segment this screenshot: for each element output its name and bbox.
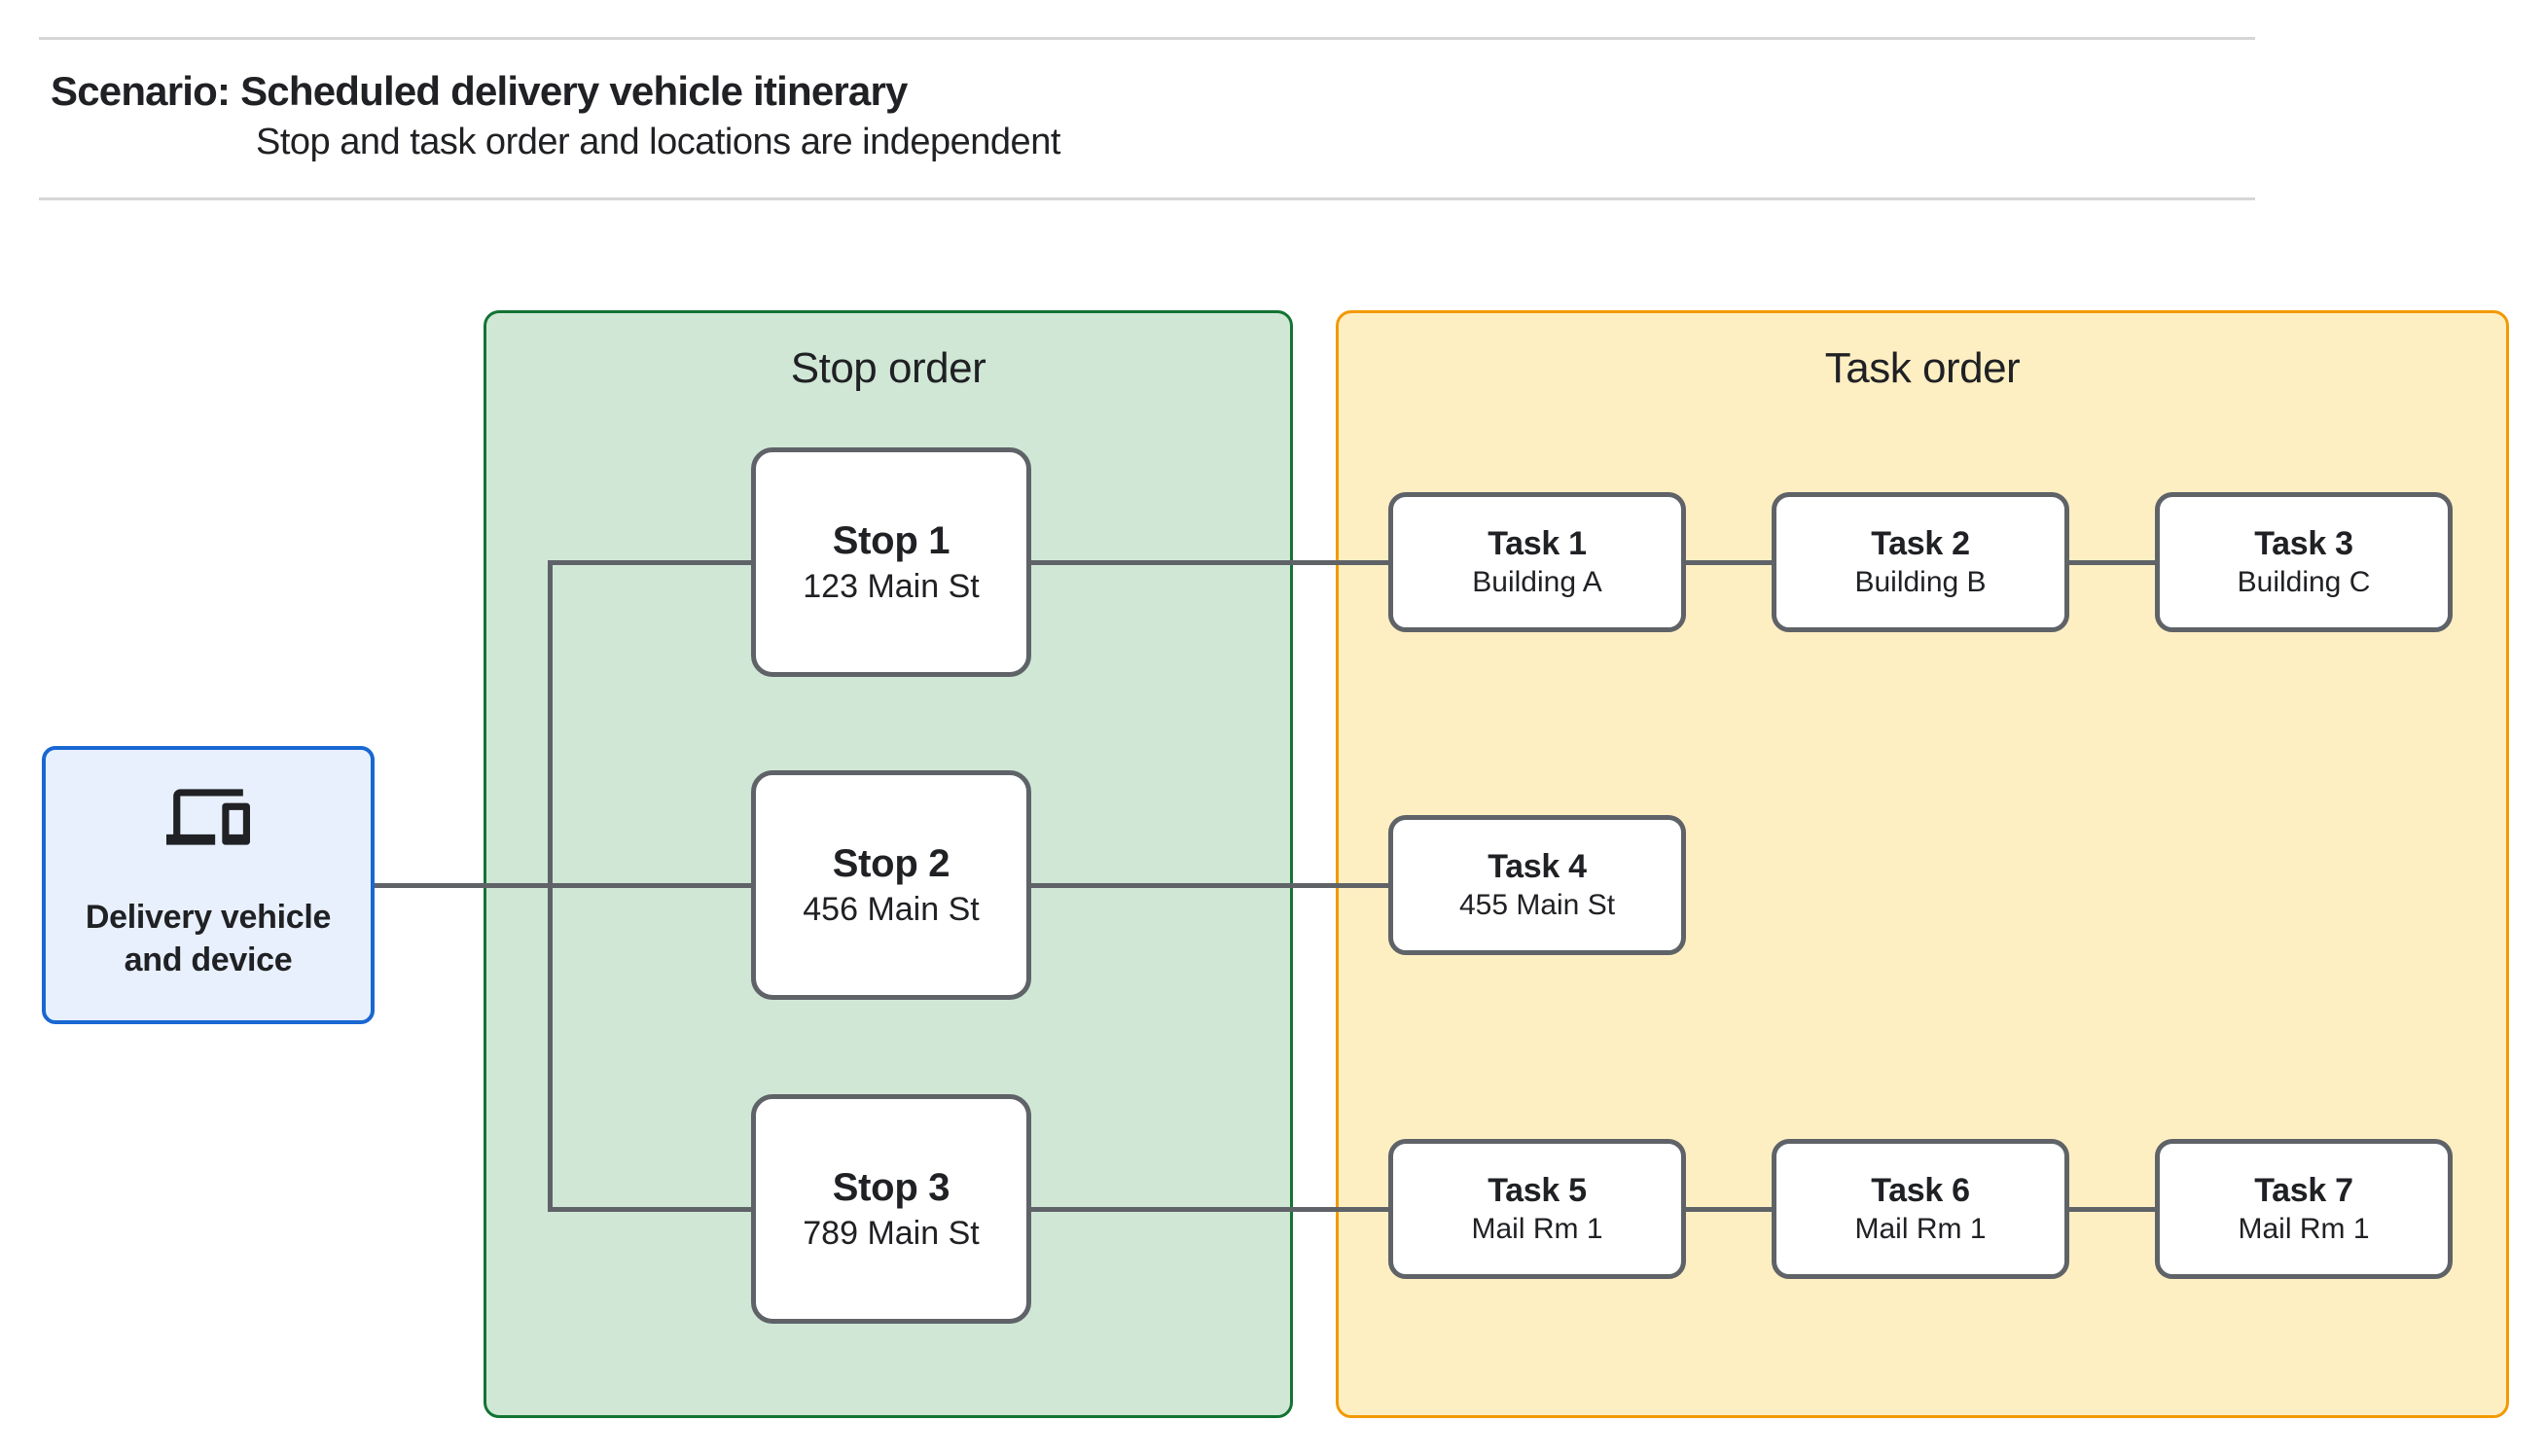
task-3-node: Task 3 Building C xyxy=(2155,492,2453,632)
task-5-node: Task 5 Mail Rm 1 xyxy=(1388,1139,1686,1279)
stop-2-node: Stop 2 456 Main St xyxy=(751,770,1031,1000)
delivery-vehicle-label: Delivery vehicle and device xyxy=(85,899,332,978)
connector-task2-to-task3 xyxy=(2069,560,2155,565)
task-6-location: Mail Rm 1 xyxy=(1854,1213,1987,1245)
stop-1-label: Stop 1 xyxy=(832,519,950,562)
stop-3-label: Stop 3 xyxy=(832,1166,950,1209)
stop-1-node: Stop 1 123 Main St xyxy=(751,447,1031,677)
task-6-label: Task 6 xyxy=(1871,1172,1970,1209)
stop-3-node: Stop 3 789 Main St xyxy=(751,1094,1031,1324)
connector-stop2-to-task4 xyxy=(1031,883,1388,888)
page-title: Scenario: Scheduled delivery vehicle iti… xyxy=(51,68,908,114)
header-rule-bottom xyxy=(39,197,2255,200)
header-rule-top xyxy=(39,37,2255,40)
connector-task5-to-task6 xyxy=(1686,1207,1772,1212)
connector-task1-to-task2 xyxy=(1686,560,1772,565)
task-4-label: Task 4 xyxy=(1488,848,1587,885)
task-7-node: Task 7 Mail Rm 1 xyxy=(2155,1139,2453,1279)
connector-branch-to-stop1 xyxy=(548,560,751,565)
task-5-location: Mail Rm 1 xyxy=(1471,1213,1603,1245)
task-7-location: Mail Rm 1 xyxy=(2238,1213,2370,1245)
devices-icon xyxy=(166,789,250,845)
task-2-label: Task 2 xyxy=(1871,525,1970,562)
stop-2-address: 456 Main St xyxy=(803,891,980,928)
task-1-label: Task 1 xyxy=(1488,525,1587,562)
connector-branch-to-stop3 xyxy=(548,1207,751,1212)
stop-2-label: Stop 2 xyxy=(832,842,950,885)
connector-vehicle-to-stop2 xyxy=(375,883,751,888)
task-3-label: Task 3 xyxy=(2254,525,2353,562)
connector-task6-to-task7 xyxy=(2069,1207,2155,1212)
task-5-label: Task 5 xyxy=(1488,1172,1587,1209)
stop-3-address: 789 Main St xyxy=(803,1215,980,1252)
delivery-vehicle-node: Delivery vehicle and device xyxy=(42,746,375,1024)
connector-stop1-to-task1 xyxy=(1031,560,1388,565)
task-1-location: Building A xyxy=(1472,566,1602,598)
page-subtitle: Stop and task order and locations are in… xyxy=(256,122,1060,162)
task-3-location: Building C xyxy=(2237,566,2371,598)
task-order-title: Task order xyxy=(1824,344,2021,392)
task-6-node: Task 6 Mail Rm 1 xyxy=(1772,1139,2069,1279)
stop-1-address: 123 Main St xyxy=(803,568,980,605)
connector-branch-vertical xyxy=(548,560,553,1212)
task-1-node: Task 1 Building A xyxy=(1388,492,1686,632)
task-2-node: Task 2 Building B xyxy=(1772,492,2069,632)
stop-order-title: Stop order xyxy=(790,344,986,392)
task-2-location: Building B xyxy=(1854,566,1987,598)
task-4-location: 455 Main St xyxy=(1458,889,1616,921)
connector-stop3-to-task5 xyxy=(1031,1207,1388,1212)
task-7-label: Task 7 xyxy=(2254,1172,2353,1209)
task-4-node: Task 4 455 Main St xyxy=(1388,815,1686,955)
